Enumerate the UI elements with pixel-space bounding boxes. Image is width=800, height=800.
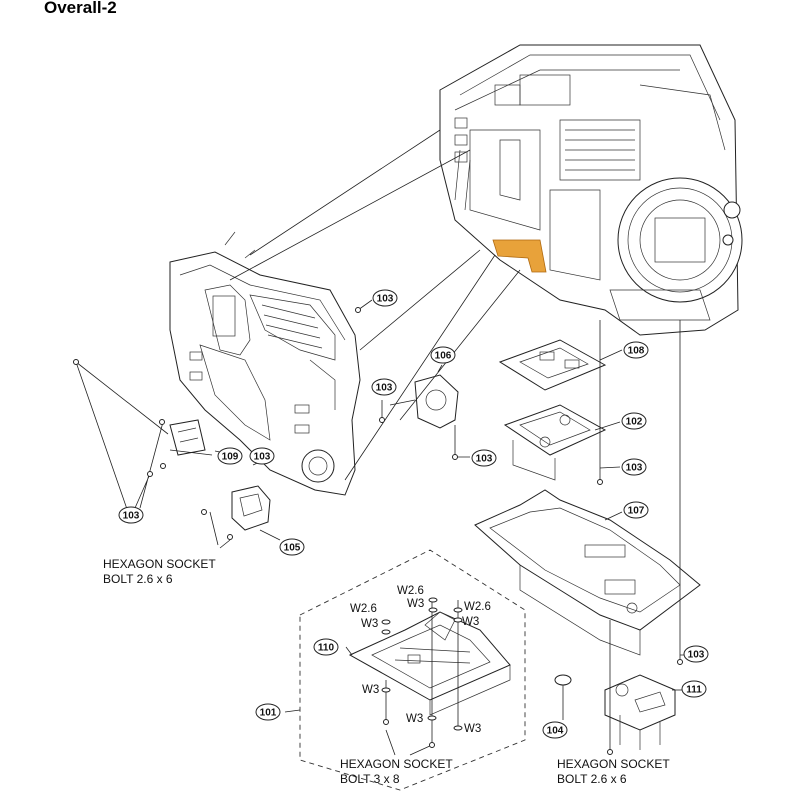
svg-text:103: 103 — [377, 294, 394, 305]
part-108-plate — [498, 339, 607, 391]
group-101-outline — [299, 549, 526, 791]
part-104-cap — [554, 674, 572, 686]
bolt-note-left-line1: HEXAGON SOCKET — [103, 557, 216, 571]
callout-103-cover: 103 — [249, 447, 275, 465]
svg-text:105: 105 — [284, 543, 301, 554]
flex-cable-highlight — [492, 239, 547, 273]
callout-107: 107 — [623, 501, 649, 519]
washer-label-w3-lower-right: W3 — [464, 723, 481, 735]
bolt-note-right-line1: HEXAGON SOCKET — [557, 757, 670, 771]
part-106-bracket — [414, 374, 459, 429]
washer-label-w3-lower-left: W3 — [362, 684, 379, 696]
washer-label-w2-6-left: W2.6 — [350, 603, 377, 615]
callout-111: 111 — [681, 680, 707, 698]
washer-label-w2-6-top: W2.6 — [397, 585, 424, 597]
part-107-bottom-plate — [474, 489, 701, 656]
callout-103-right: 103 — [621, 458, 647, 476]
svg-text:103: 103 — [376, 383, 393, 394]
bolt-note-left-line2: BOLT 2.6 x 6 — [103, 572, 173, 586]
part-109-bracket — [169, 419, 206, 456]
callout-106: 106 — [430, 346, 456, 364]
part-110-base-plate — [348, 611, 511, 716]
bolt-note-right-line2: BOLT 2.6 x 6 — [557, 772, 627, 786]
svg-text:103: 103 — [254, 452, 271, 463]
washer-label-w2-6-right: W2.6 — [464, 601, 491, 613]
svg-text:106: 106 — [435, 351, 452, 362]
callout-108: 108 — [623, 341, 649, 359]
svg-text:110: 110 — [318, 643, 335, 654]
camera-body — [439, 44, 743, 336]
svg-text:102: 102 — [626, 417, 643, 428]
callout-104: 104 — [542, 721, 568, 739]
callout-103-mid: 103 — [371, 378, 397, 396]
svg-text:108: 108 — [628, 346, 645, 357]
svg-text:104: 104 — [547, 726, 564, 737]
leader-lines — [73, 129, 690, 756]
svg-text:103: 103 — [688, 650, 705, 661]
washer-label-w3-top: W3 — [407, 598, 424, 610]
svg-text:103: 103 — [476, 454, 493, 465]
svg-text:103: 103 — [626, 463, 643, 474]
callout-101: 101 — [255, 703, 281, 721]
callout-103-bottom-right: 103 — [683, 645, 709, 663]
washer-label-w3-right: W3 — [462, 616, 479, 628]
callout-103-low: 103 — [471, 449, 497, 467]
callout-110: 110 — [313, 638, 339, 656]
callout-102: 102 — [621, 412, 647, 430]
callout-109: 109 — [217, 447, 243, 465]
svg-text:111: 111 — [686, 685, 702, 696]
side-cover-panel — [169, 231, 361, 496]
part-111-connector — [604, 674, 676, 750]
bolt-note-mid-line2: BOLT 3 x 8 — [340, 772, 400, 786]
page-title: Overall-2 — [44, 0, 117, 17]
svg-text:101: 101 — [260, 708, 277, 719]
washer-label-w3-lower-mid: W3 — [406, 713, 423, 725]
svg-text:103: 103 — [123, 511, 140, 522]
part-105-connector — [231, 485, 271, 531]
part-102-bracket — [503, 404, 607, 481]
svg-text:107: 107 — [628, 506, 645, 517]
callout-103-top: 103 — [372, 289, 398, 307]
callout-103-left: 103 — [118, 506, 144, 524]
callout-105: 105 — [279, 538, 305, 556]
bolt-note-mid-line1: HEXAGON SOCKET — [340, 757, 453, 771]
svg-text:109: 109 — [222, 452, 239, 463]
washer-label-w3-left: W3 — [361, 618, 378, 630]
